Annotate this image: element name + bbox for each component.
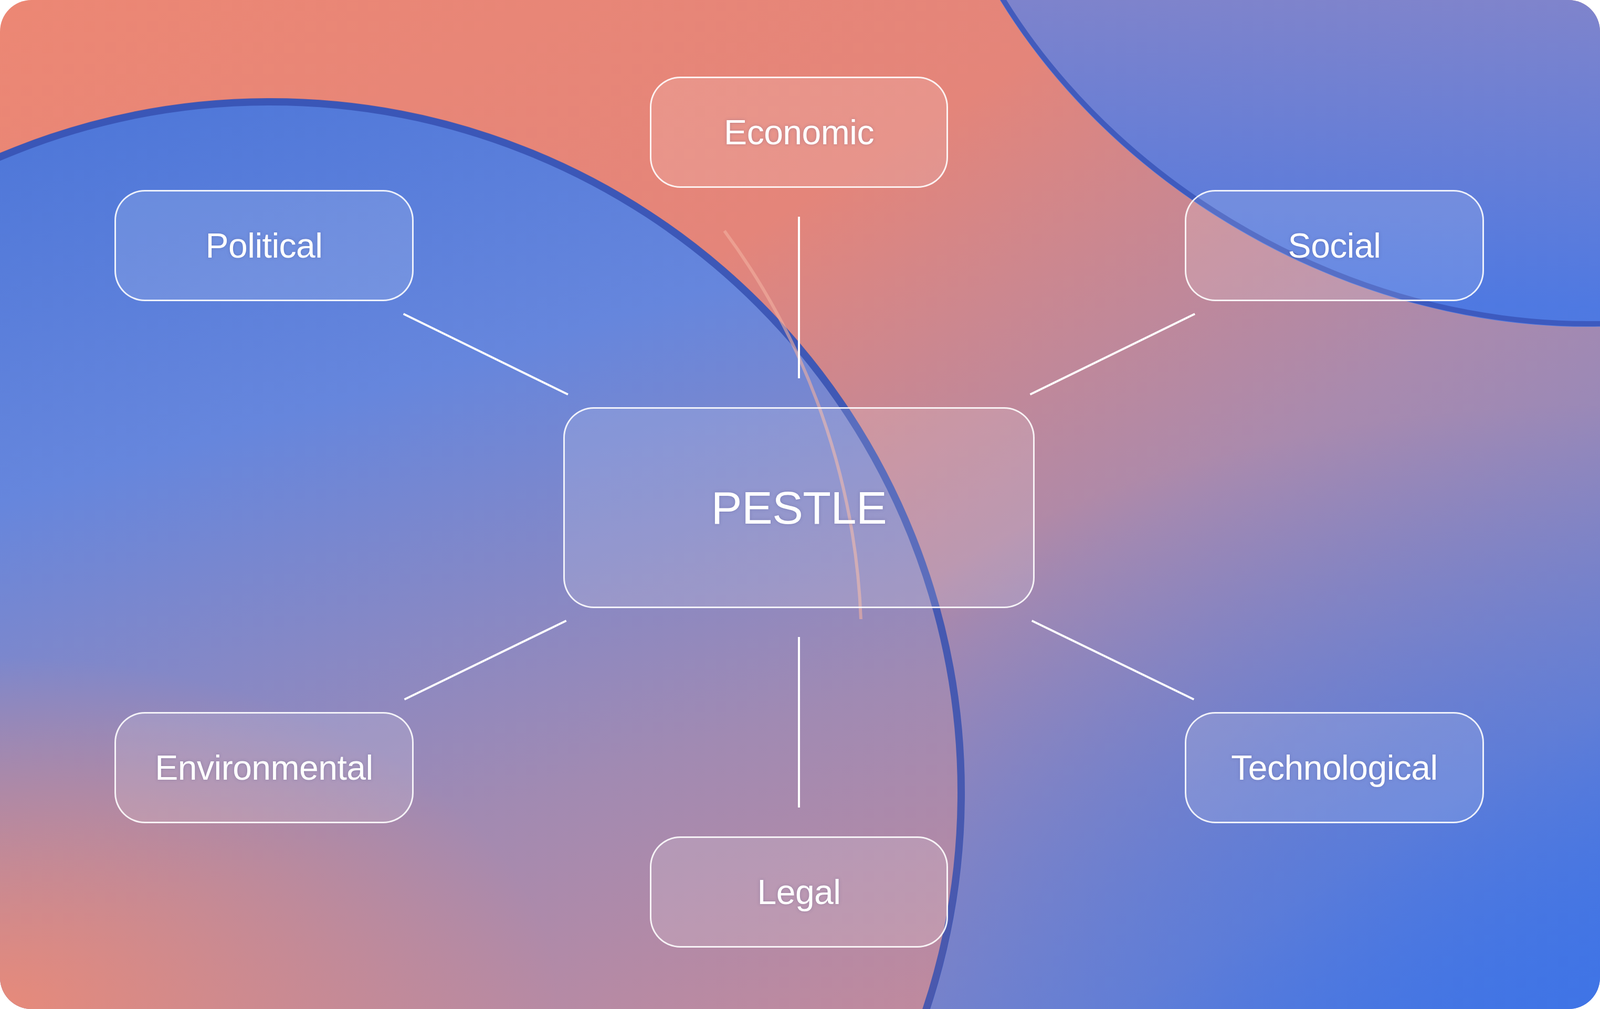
connector-line	[1029, 313, 1195, 395]
connector-line	[1032, 620, 1195, 700]
factor-box: Social	[1184, 190, 1484, 302]
hub-label: PESTLE	[711, 481, 887, 535]
factor-box: Economic	[649, 76, 949, 188]
factor-box: Technological	[1184, 712, 1484, 824]
factor-label: Social	[1288, 225, 1382, 266]
factor-label: Legal	[757, 872, 841, 913]
hub-box: PESTLE	[563, 407, 1035, 609]
factor-label: Environmental	[154, 748, 373, 788]
connector-line	[403, 313, 568, 395]
connector-line	[797, 637, 800, 808]
connector-line	[404, 620, 566, 700]
factor-label: Technological	[1230, 748, 1438, 788]
factor-box: Political	[114, 190, 414, 302]
factor-label: Economic	[723, 112, 875, 153]
factor-label: Political	[205, 225, 323, 266]
factor-box: Environmental	[114, 712, 414, 824]
connector-line	[797, 216, 800, 379]
factor-box: Legal	[649, 836, 949, 949]
